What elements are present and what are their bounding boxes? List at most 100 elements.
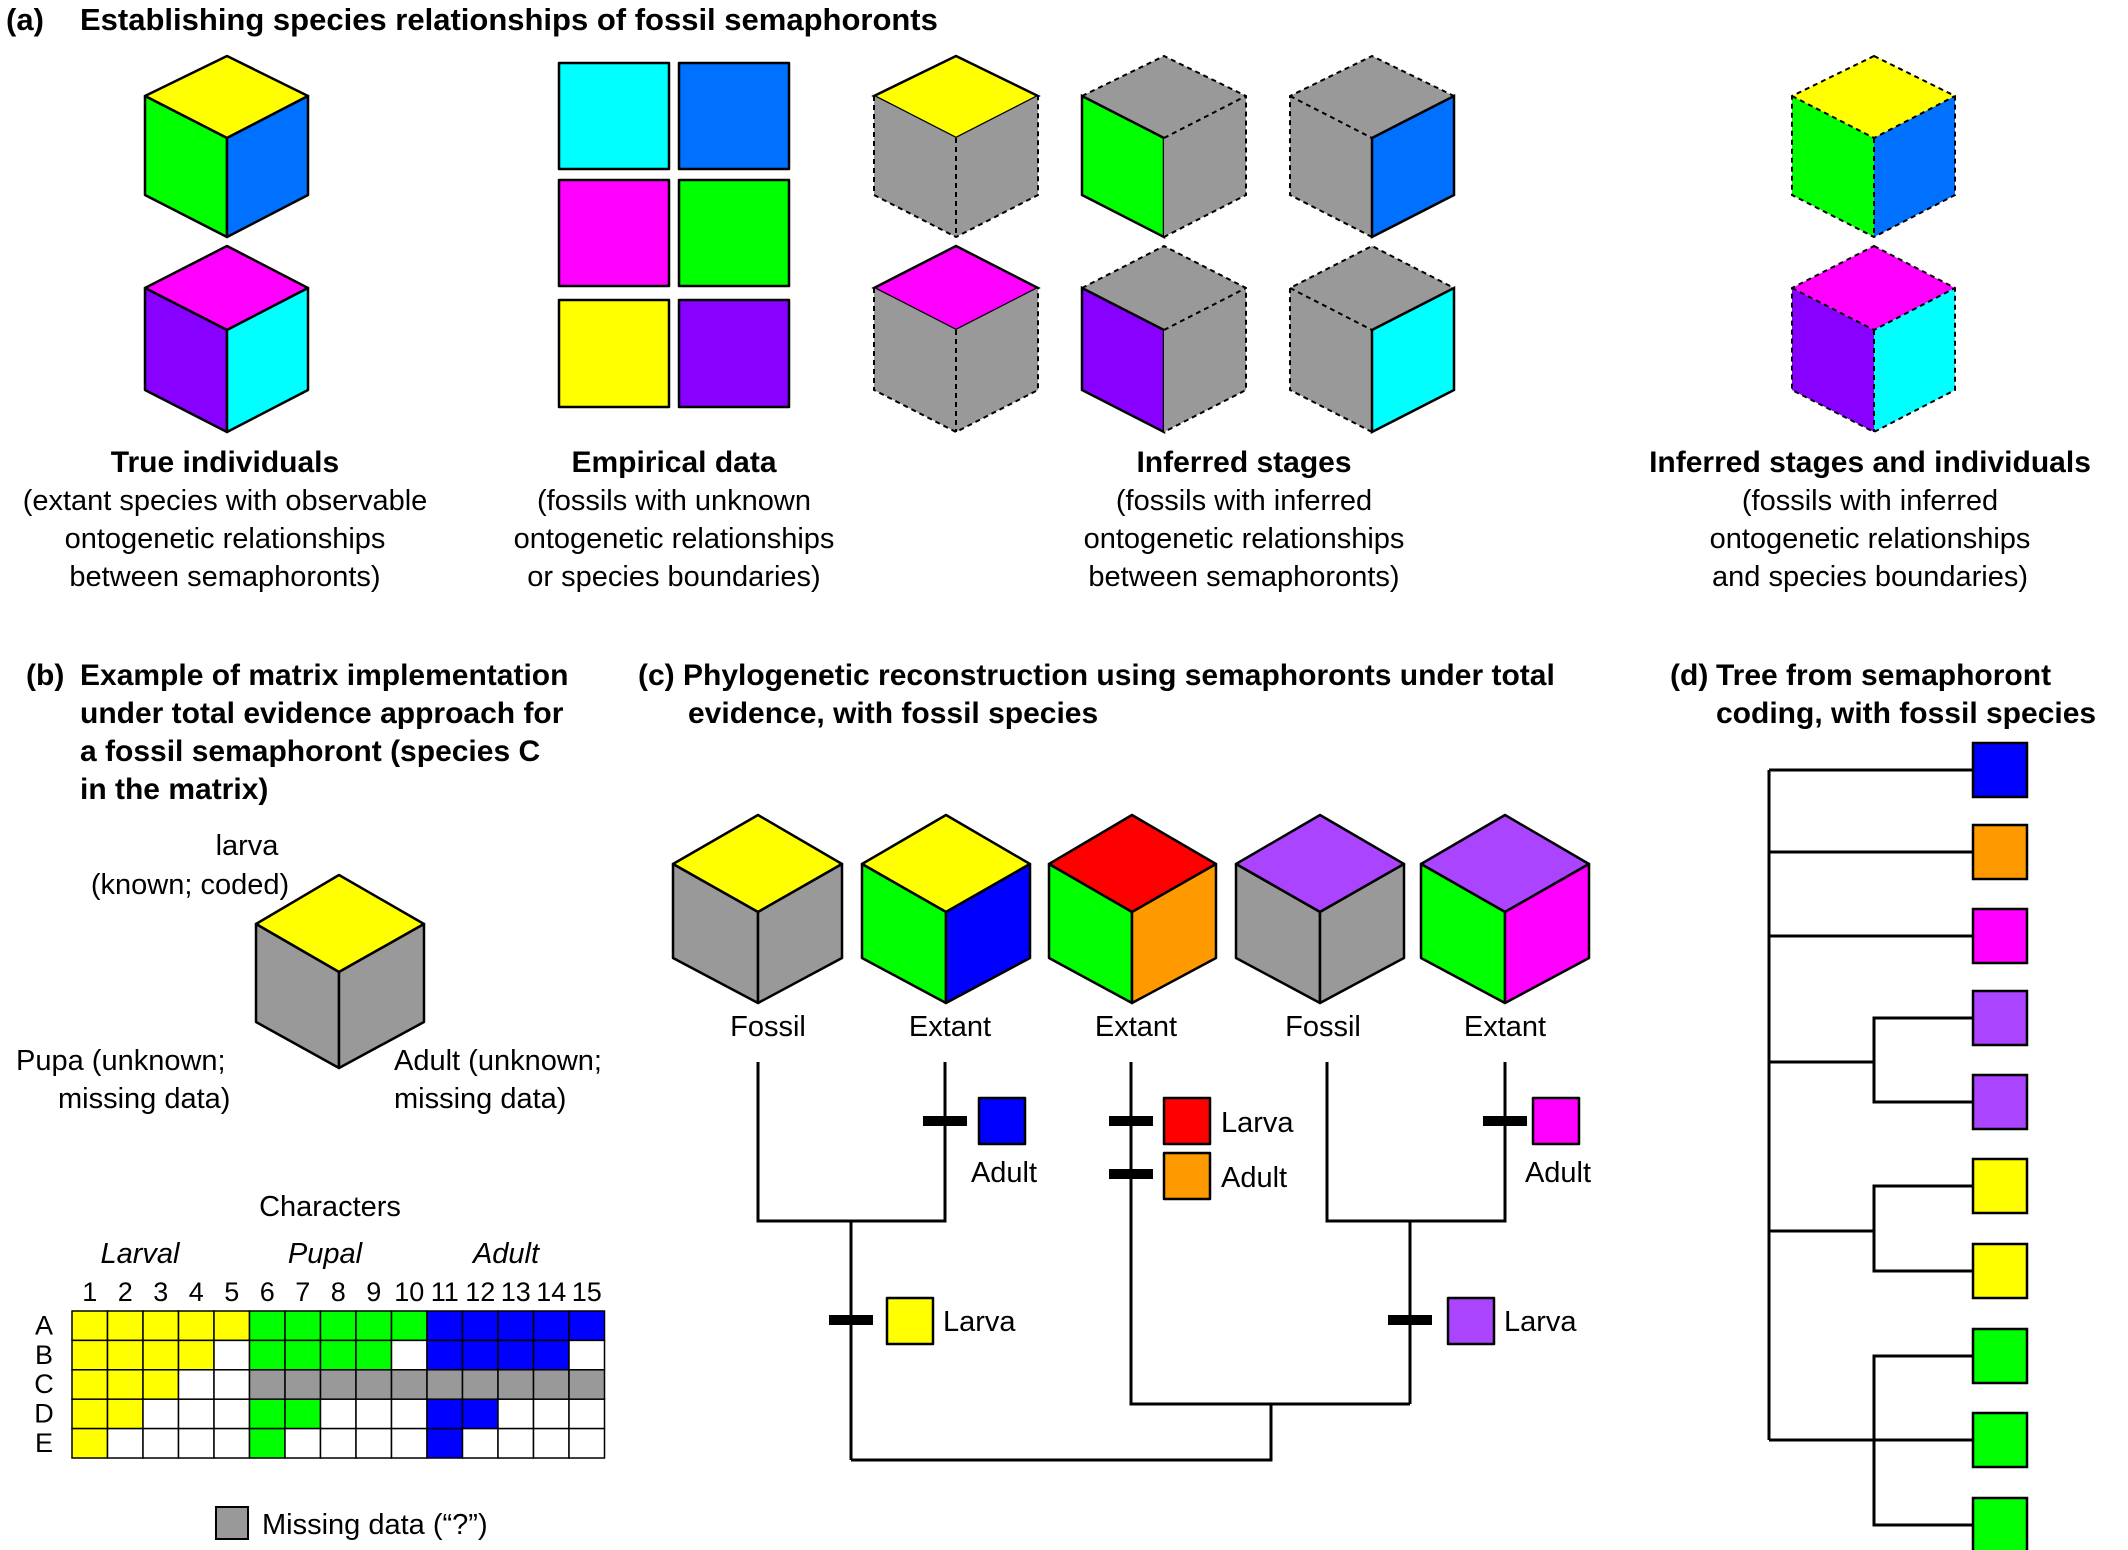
caption-empirical-data: Empirical data (fossils with unknown ont…: [514, 446, 835, 593]
taxon-label: Extant: [1095, 1011, 1177, 1043]
matrix-cell: [390, 1339, 428, 1371]
matrix-column-header: 12: [465, 1277, 495, 1307]
swatch-adult-orange: [1162, 1151, 1212, 1201]
caption-title: True individuals: [111, 446, 339, 479]
tree-d-leaf-lavender: [1971, 1073, 2029, 1131]
matrix-cell: [532, 1398, 570, 1430]
matrix-cell: [390, 1427, 428, 1459]
taxon-label: Extant: [909, 1011, 991, 1043]
taxon-label: Fossil: [1285, 1011, 1361, 1043]
matrix-cell: [177, 1398, 215, 1430]
matrix-cell: [390, 1398, 428, 1430]
tree-cube-extant-2: [1047, 813, 1218, 1005]
matrix-cell: [355, 1398, 393, 1430]
tree-cube-fossil-1: [671, 813, 844, 1005]
matrix-cell: [142, 1398, 180, 1430]
matrix-cell: [461, 1339, 499, 1371]
matrix-cell: [568, 1369, 606, 1400]
panel-d: (d) Tree from semaphoront coding, with f…: [1670, 659, 2096, 1550]
matrix-cell: [177, 1339, 215, 1371]
matrix-row-label: E: [35, 1428, 53, 1458]
group-label-pupal: Pupal: [288, 1238, 364, 1270]
inferred-stage-cube-2: [1080, 54, 1247, 240]
swatch-larva-purple: [1446, 1296, 1496, 1346]
group-label-adult: Adult: [471, 1238, 541, 1270]
matrix-cell: [461, 1398, 499, 1430]
label-adult: Adult: [971, 1157, 1037, 1189]
panel-c-title-line: Phylogenetic reconstruction using semaph…: [683, 659, 1555, 692]
matrix-column-header: 4: [189, 1277, 204, 1307]
matrix-row-label: C: [34, 1369, 54, 1399]
caption-true-individuals: True individuals (extant species with ob…: [23, 446, 428, 593]
tree-cube-extant-3: [1419, 813, 1591, 1005]
panel-d-title-line: Tree from semaphoront: [1716, 659, 2051, 692]
tree-d-leaf-magenta: [1971, 907, 2029, 965]
larva-label: larva: [216, 830, 280, 862]
matrix-cell: [532, 1310, 570, 1342]
matrix-cell: [532, 1369, 570, 1400]
fossil-semaphoront-cube: [254, 873, 426, 1070]
adult-label: missing data): [394, 1083, 566, 1115]
matrix-cells: [71, 1310, 606, 1459]
panel-c-title-line: evidence, with fossil species: [688, 697, 1098, 730]
matrix-cell: [142, 1310, 180, 1342]
pupa-label: missing data): [58, 1083, 230, 1115]
matrix-cell: [568, 1427, 606, 1459]
inferred-stage-cube-1: [871, 54, 1041, 239]
tree-cube-extant-1: [860, 813, 1032, 1005]
label-adult: Adult: [1221, 1162, 1287, 1194]
inferred-stage-cube-3: [1289, 54, 1456, 240]
matrix-cell: [106, 1369, 144, 1400]
inferred-stage-cube-6: [1289, 244, 1456, 435]
caption-line: ontogenetic relationships: [65, 523, 386, 555]
matrix-cell: [177, 1427, 215, 1459]
matrix-cell: [426, 1398, 464, 1430]
panel-b: (b) Example of matrix implementation und…: [16, 659, 606, 1541]
matrix-column-header: 2: [118, 1277, 133, 1307]
panel-d-title-line: coding, with fossil species: [1716, 697, 2096, 730]
swatch-adult-blue: [977, 1096, 1027, 1146]
matrix-column-header: 9: [366, 1277, 381, 1307]
tree-d-leaf-lavender: [1971, 989, 2029, 1047]
matrix-cell: [319, 1369, 357, 1400]
matrix-cell: [213, 1310, 251, 1342]
matrix-cell: [319, 1398, 357, 1430]
matrix-cell: [213, 1369, 251, 1400]
matrix-cell: [248, 1310, 286, 1342]
matrix-cell: [248, 1339, 286, 1371]
matrix-cell: [568, 1339, 606, 1371]
tree-cube-fossil-2: [1234, 813, 1406, 1005]
square-green: [677, 178, 791, 288]
matrix-cell: [106, 1427, 144, 1459]
matrix-cell: [461, 1427, 499, 1459]
matrix-cell: [319, 1427, 357, 1459]
caption-title: Empirical data: [571, 446, 776, 479]
matrix-cell: [284, 1427, 322, 1459]
panel-b-letter: (b): [26, 659, 64, 692]
matrix-cell: [426, 1339, 464, 1371]
caption-line: ontogenetic relationships: [1710, 523, 2031, 555]
matrix-cell: [568, 1398, 606, 1430]
matrix-cell: [532, 1339, 570, 1371]
square-yellow: [557, 298, 671, 409]
panel-c-letter: (c): [638, 659, 675, 692]
pupa-label: Pupa (unknown;: [16, 1045, 226, 1077]
inferred-individual-cube-1: [1791, 54, 1956, 239]
matrix-cell: [497, 1398, 535, 1430]
matrix-cell: [284, 1398, 322, 1430]
matrix-cell: [106, 1398, 144, 1430]
caption-inferred-stages: Inferred stages (fossils with inferred o…: [1084, 446, 1405, 593]
matrix-cell: [461, 1310, 499, 1342]
matrix-column-header: 5: [224, 1277, 239, 1307]
tree-d-leaf-yellow: [1971, 1242, 2029, 1300]
matrix-cell: [568, 1310, 606, 1342]
matrix-cell: [177, 1310, 215, 1342]
adult-label: Adult (unknown;: [394, 1045, 602, 1077]
matrix-row-label: A: [35, 1310, 53, 1340]
panel-b-title-line: Example of matrix implementation: [80, 659, 568, 692]
matrix-column-header: 13: [501, 1277, 531, 1307]
matrix-cell: [319, 1339, 357, 1371]
characters-label: Characters: [259, 1191, 401, 1223]
matrix-cell: [284, 1310, 322, 1342]
matrix-cell: [106, 1339, 144, 1371]
